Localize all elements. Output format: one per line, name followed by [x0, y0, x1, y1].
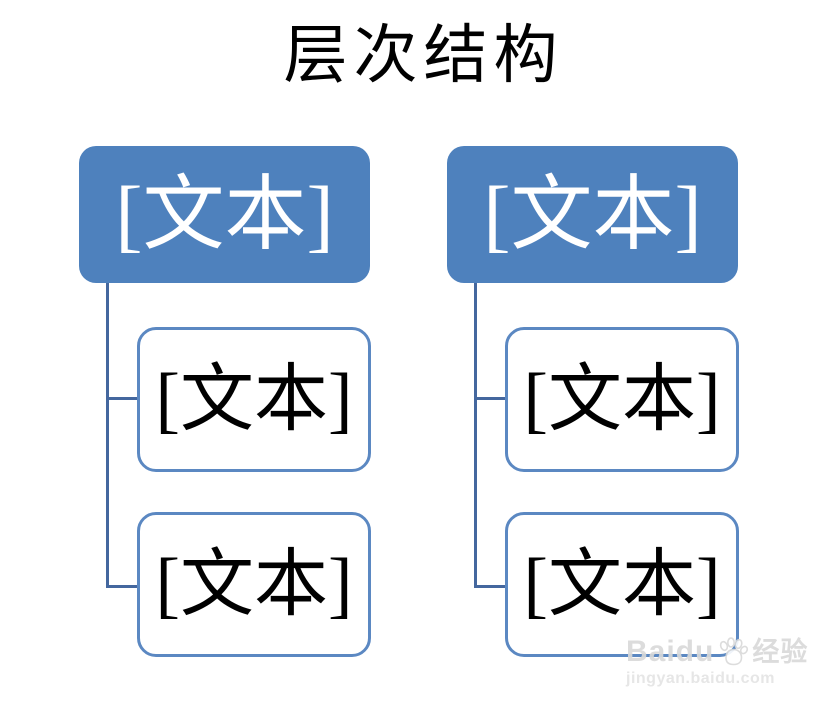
child-node-label: [文本]: [155, 543, 353, 626]
hierarchy-group-right: [文本] [文本] [文本]: [447, 146, 740, 661]
connector-branch: [106, 585, 137, 588]
connector-branch: [474, 585, 505, 588]
child-node-label: [文本]: [155, 358, 353, 441]
child-node: [文本]: [505, 512, 739, 657]
child-node-label: [文本]: [523, 543, 721, 626]
connector-vertical: [474, 283, 477, 588]
connector-vertical: [106, 283, 109, 588]
watermark-url: jingyan.baidu.com: [626, 670, 775, 687]
child-node: [文本]: [505, 327, 739, 472]
connector-branch: [106, 397, 137, 400]
watermark-brand-suffix: 经验: [752, 637, 809, 667]
parent-node-label: [文本]: [483, 168, 702, 260]
diagram-title: 层次结构: [283, 20, 564, 91]
child-node-label: [文本]: [523, 358, 721, 441]
child-node: [文本]: [137, 327, 371, 472]
parent-node: [文本]: [79, 146, 370, 283]
hierarchy-group-left: [文本] [文本] [文本]: [79, 146, 372, 661]
parent-node: [文本]: [447, 146, 738, 283]
parent-node-label: [文本]: [115, 168, 334, 260]
connector-branch: [474, 397, 505, 400]
child-node: [文本]: [137, 512, 371, 657]
